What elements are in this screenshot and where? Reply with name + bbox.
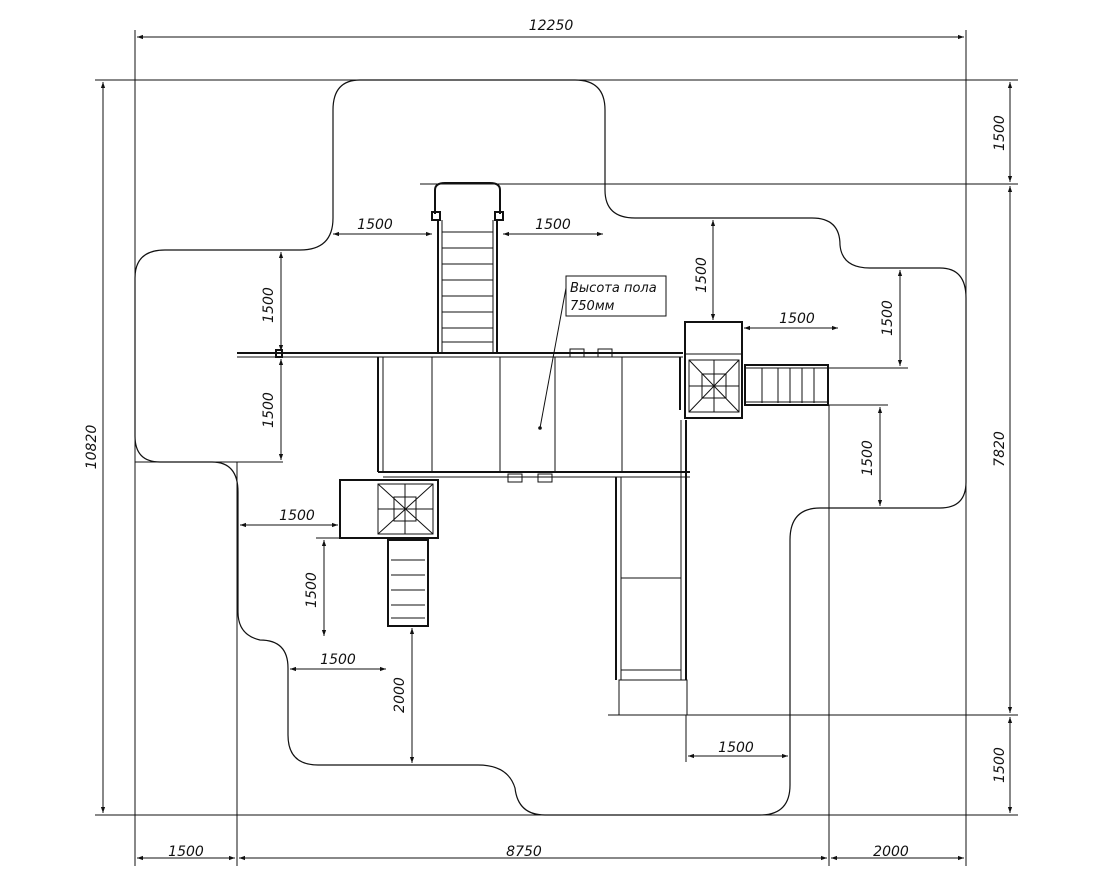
dim-right-tower: 1500 1500 1500 1500	[694, 220, 908, 506]
dim-ladder-right-label: 1500	[535, 217, 571, 233]
dim-slide-below-label: 1500	[718, 740, 754, 756]
dim-right-chain: 1500 7820 1500	[420, 82, 1018, 813]
main-platform	[237, 349, 690, 482]
dim-upper-left: 1500 1500	[135, 252, 284, 462]
floor-height-note-line1: Высота пола	[570, 281, 657, 296]
right-stairs	[745, 365, 828, 405]
dim-left-stair-side-label: 1500	[320, 652, 356, 668]
dim-left-stair-below-label: 2000	[392, 677, 408, 713]
dim-right-tower-top-label: 1500	[694, 257, 710, 293]
safety-zone-outline	[135, 80, 966, 815]
dim-upper-left-2-label: 1500	[261, 392, 277, 428]
ladder-top	[432, 183, 503, 354]
dim-bottom-mid-label: 8750	[506, 844, 542, 860]
slide	[616, 420, 687, 715]
left-stairs	[388, 540, 428, 626]
dim-bottom-left-label: 1500	[168, 844, 204, 860]
dim-bottom-right-label: 2000	[873, 844, 909, 860]
dim-right-stair-gap-label: 1500	[860, 440, 876, 476]
dim-right-bottom-label: 1500	[992, 747, 1008, 783]
right-tower	[685, 322, 742, 418]
dim-overall-width: 12250	[137, 18, 964, 40]
left-tower	[340, 480, 438, 538]
dim-upper-left-1-label: 1500	[261, 287, 277, 323]
dim-left-tower-side-label: 1500	[279, 508, 315, 524]
dim-slide-below: 1500	[686, 715, 788, 762]
dim-left-tower-below-label: 1500	[304, 572, 320, 608]
dim-right-mid-label: 7820	[992, 431, 1008, 467]
dim-ladder-sides: 1500 1500	[333, 217, 603, 237]
dim-ladder-left-label: 1500	[357, 217, 393, 233]
dim-right-top-label: 1500	[992, 115, 1008, 151]
dim-left-tower: 1500 1500 1500 2000	[240, 508, 415, 763]
dim-bottom-chain: 1500 8750 2000	[137, 844, 964, 861]
floor-height-note: Высота пола 750мм	[540, 276, 666, 428]
dim-right-tower-side-label: 1500	[779, 311, 815, 327]
dim-right-tower-gap-label: 1500	[880, 300, 896, 336]
dim-overall-height-label: 10820	[84, 425, 100, 470]
dim-overall-height: 10820	[84, 82, 106, 813]
floor-height-note-line2: 750мм	[570, 299, 615, 314]
dim-overall-width-label: 12250	[529, 18, 574, 34]
